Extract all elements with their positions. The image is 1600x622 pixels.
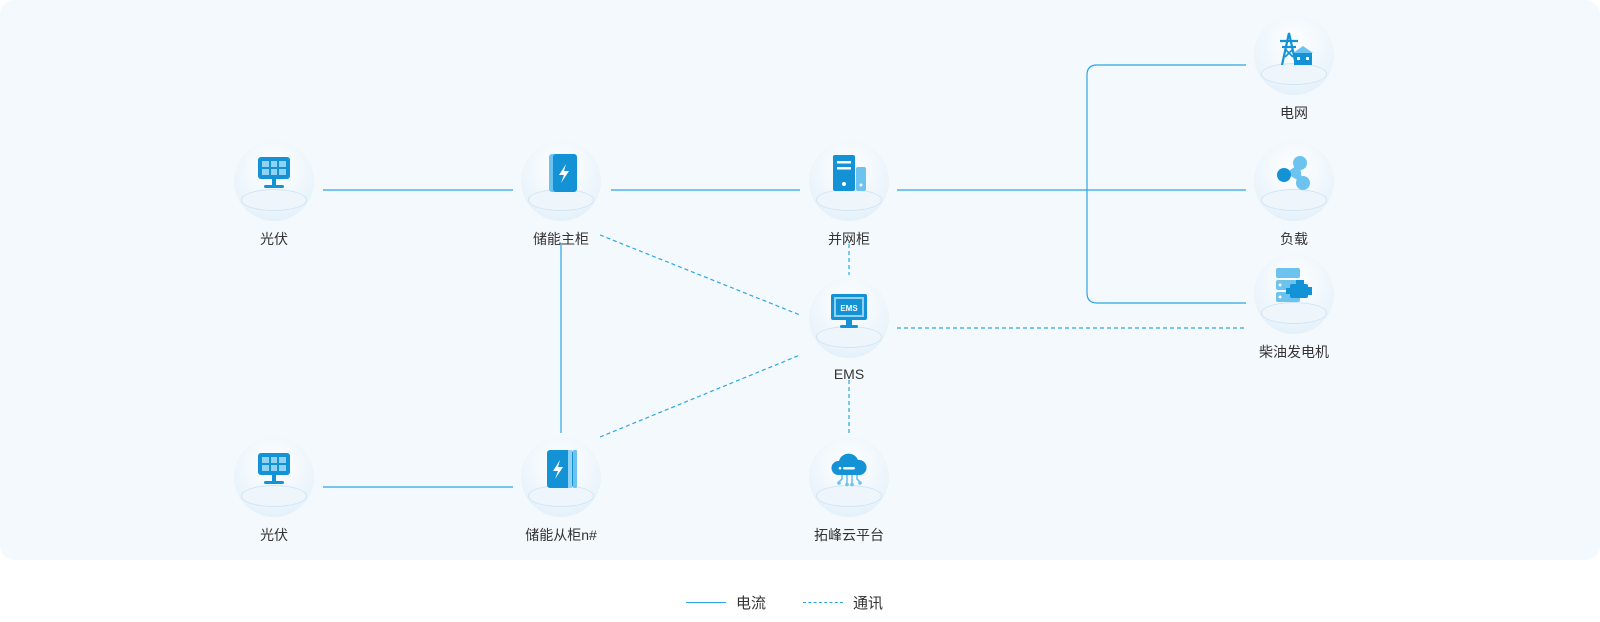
node-label: 储能从柜n# [525,527,597,543]
ems-screen-text: EMS [840,304,858,313]
node-label: 拓峰云平台 [814,527,884,543]
legend: 电流 通讯 [0,590,1600,614]
solar-panel-icon [258,157,290,188]
connection-lines [323,64,1246,488]
load-network-icon [1277,156,1310,190]
node-storage-slave-cabinet[interactable]: 储能从柜n# [501,437,621,557]
node-label: 并网柜 [828,231,870,247]
server-cabinet-icon [833,155,866,191]
legend-item-current: 电流 [686,590,766,614]
power-tower-icon [1280,32,1313,66]
node-grid[interactable]: 电网 [1234,15,1354,135]
comm-line-main-ems [599,234,801,316]
node-label: EMS [833,366,865,382]
dashed-line-swatch [803,601,843,603]
node-grid-cabinet[interactable]: 并网柜 [789,141,909,261]
legend-label: 电流 [736,594,767,612]
current-line-bus [1086,64,1246,304]
node-label: 光伏 [260,527,288,543]
solid-line-swatch [686,601,726,603]
node-cloud-platform[interactable]: 拓峰云平台 [789,437,909,557]
node-ems[interactable]: EMS EMS [789,278,909,398]
node-label: 光伏 [260,231,288,247]
node-label: 负载 [1280,231,1308,247]
comm-line-slave-ems [599,354,801,438]
node-diesel-generator[interactable]: 柴油发电机 [1234,254,1354,374]
legend-item-communication: 通讯 [803,590,883,614]
node-storage-main-cabinet[interactable]: 储能主柜 [501,141,621,261]
diesel-generator-icon [1276,268,1312,302]
node-label: 电网 [1280,105,1308,121]
solar-panel-icon [258,453,290,484]
node-load[interactable]: 负载 [1234,141,1354,261]
node-label: 储能主柜 [533,231,589,247]
battery-cabinet-icon [549,154,577,192]
legend-label: 通讯 [853,594,884,612]
node-pv-2[interactable]: 光伏 [214,437,334,557]
node-label: 柴油发电机 [1259,344,1329,360]
monitor-icon: EMS [831,294,867,328]
cloud-icon [831,453,867,487]
battery-cabinet-icon [547,450,577,488]
node-pv-1[interactable]: 光伏 [214,141,334,261]
